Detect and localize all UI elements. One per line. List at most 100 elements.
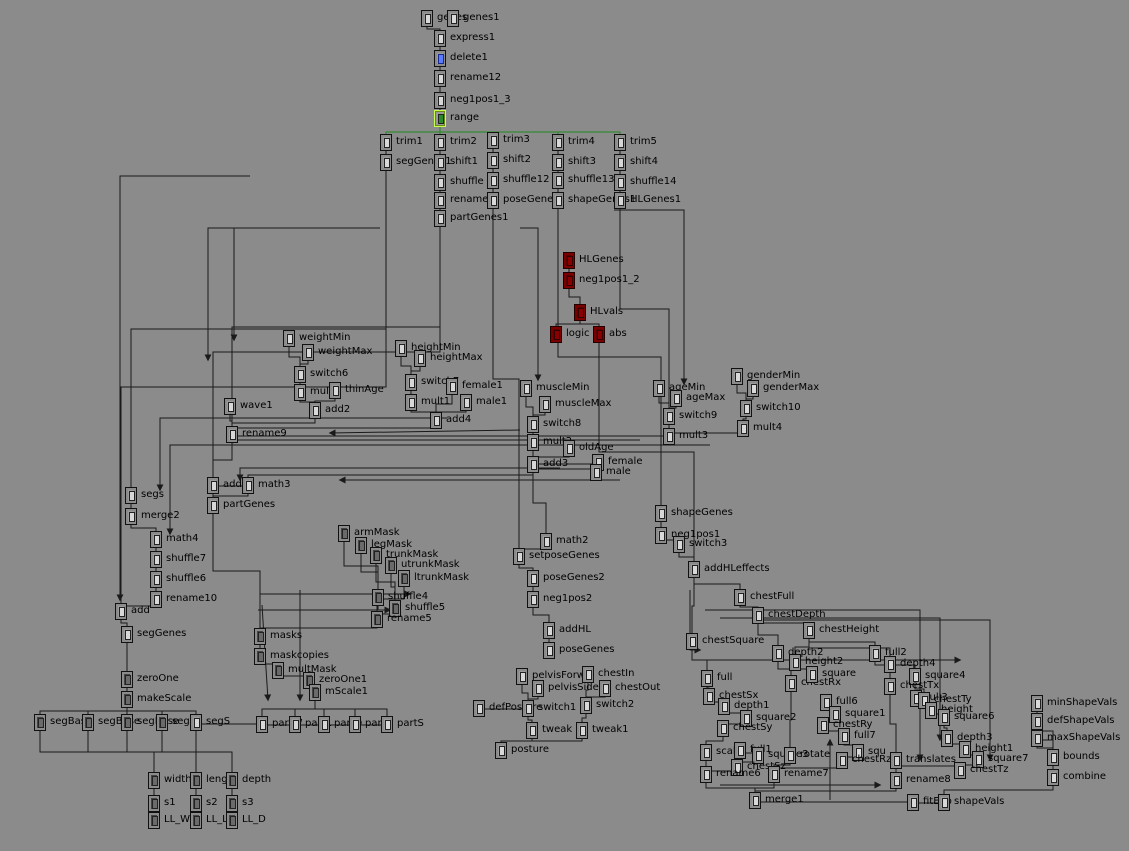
node-icon[interactable] <box>487 152 499 169</box>
node-icon[interactable] <box>473 700 485 717</box>
node-icon[interactable] <box>532 680 544 697</box>
node-icon[interactable] <box>487 172 499 189</box>
node-icon[interactable] <box>150 571 162 588</box>
node-icon[interactable] <box>772 645 784 662</box>
node-icon[interactable] <box>1031 695 1043 712</box>
node-icon[interactable] <box>890 752 902 769</box>
node-icon[interactable] <box>768 766 780 783</box>
node-icon[interactable] <box>574 304 586 321</box>
node-icon[interactable] <box>954 762 966 779</box>
node-icon[interactable] <box>190 772 202 789</box>
node-icon[interactable] <box>125 487 137 504</box>
node-icon[interactable] <box>700 766 712 783</box>
node-icon[interactable] <box>593 326 605 343</box>
node-icon[interactable] <box>156 714 168 731</box>
node-icon[interactable] <box>925 702 937 719</box>
node-icon[interactable] <box>495 742 507 759</box>
node-icon[interactable] <box>309 402 321 419</box>
node-icon[interactable] <box>527 456 539 473</box>
node-icon[interactable] <box>148 772 160 789</box>
node-icon[interactable] <box>338 525 350 542</box>
node-icon[interactable] <box>552 192 564 209</box>
node-icon[interactable] <box>539 396 551 413</box>
node-icon[interactable] <box>582 666 594 683</box>
node-icon[interactable] <box>34 714 46 731</box>
node-icon[interactable] <box>226 772 238 789</box>
node-icon[interactable] <box>487 192 499 209</box>
node-icon[interactable] <box>150 551 162 568</box>
node-icon[interactable] <box>381 716 393 733</box>
node-icon[interactable] <box>718 698 730 715</box>
node-icon[interactable] <box>838 728 850 745</box>
node-icon[interactable] <box>224 398 236 415</box>
node-icon[interactable] <box>829 706 841 723</box>
node-icon[interactable] <box>543 622 555 639</box>
node-icon[interactable] <box>302 344 314 361</box>
node-icon[interactable] <box>803 622 815 639</box>
node-icon[interactable] <box>434 30 446 47</box>
node-icon[interactable] <box>784 747 796 764</box>
node-icon[interactable] <box>852 744 864 761</box>
node-icon[interactable] <box>190 714 202 731</box>
node-icon[interactable] <box>148 795 160 812</box>
node-icon[interactable] <box>909 668 921 685</box>
node-icon[interactable] <box>701 670 713 687</box>
node-icon[interactable] <box>405 374 417 391</box>
node-icon[interactable] <box>526 722 538 739</box>
node-icon[interactable] <box>686 633 698 650</box>
node-icon[interactable] <box>563 272 575 289</box>
node-icon[interactable] <box>226 812 238 829</box>
node-icon[interactable] <box>527 591 539 608</box>
node-icon[interactable] <box>959 741 971 758</box>
node-icon[interactable] <box>371 611 383 628</box>
node-icon[interactable] <box>190 795 202 812</box>
node-icon[interactable] <box>527 416 539 433</box>
node-icon[interactable] <box>540 533 552 550</box>
node-icon[interactable] <box>717 720 729 737</box>
node-icon[interactable] <box>1047 749 1059 766</box>
node-icon[interactable] <box>254 628 266 645</box>
node-icon[interactable] <box>614 154 626 171</box>
node-icon[interactable] <box>272 662 284 679</box>
node-icon[interactable] <box>522 700 534 717</box>
node-icon[interactable] <box>318 716 330 733</box>
node-icon[interactable] <box>150 531 162 548</box>
node-icon[interactable] <box>121 626 133 643</box>
node-icon[interactable] <box>785 675 797 692</box>
node-icon[interactable] <box>121 691 133 708</box>
node-icon[interactable] <box>414 350 426 367</box>
node-icon[interactable] <box>663 408 675 425</box>
node-icon[interactable] <box>817 717 829 734</box>
node-icon[interactable] <box>663 428 675 445</box>
node-icon[interactable] <box>938 709 950 726</box>
node-icon[interactable] <box>434 174 446 191</box>
node-icon[interactable] <box>749 792 761 809</box>
node-icon[interactable] <box>752 747 764 764</box>
node-icon[interactable] <box>434 50 446 67</box>
node-icon[interactable] <box>552 172 564 189</box>
node-icon[interactable] <box>121 671 133 688</box>
node-icon[interactable] <box>941 730 953 747</box>
node-icon[interactable] <box>434 92 446 109</box>
node-icon[interactable] <box>655 527 667 544</box>
node-icon[interactable] <box>747 380 759 397</box>
node-icon[interactable] <box>355 537 367 554</box>
node-icon[interactable] <box>1031 730 1043 747</box>
node-icon[interactable] <box>552 134 564 151</box>
node-icon[interactable] <box>740 710 752 727</box>
node-icon[interactable] <box>226 795 238 812</box>
node-icon[interactable] <box>884 656 896 673</box>
node-icon[interactable] <box>731 368 743 385</box>
node-icon[interactable] <box>907 794 919 811</box>
node-icon[interactable] <box>673 536 685 553</box>
node-icon[interactable] <box>740 400 752 417</box>
node-icon[interactable] <box>520 380 532 397</box>
node-icon[interactable] <box>513 548 525 565</box>
node-icon[interactable] <box>563 252 575 269</box>
node-icon[interactable] <box>550 326 562 343</box>
node-icon[interactable] <box>207 477 219 494</box>
node-icon[interactable] <box>653 380 665 397</box>
node-icon[interactable] <box>372 589 384 606</box>
node-icon[interactable] <box>972 751 984 768</box>
